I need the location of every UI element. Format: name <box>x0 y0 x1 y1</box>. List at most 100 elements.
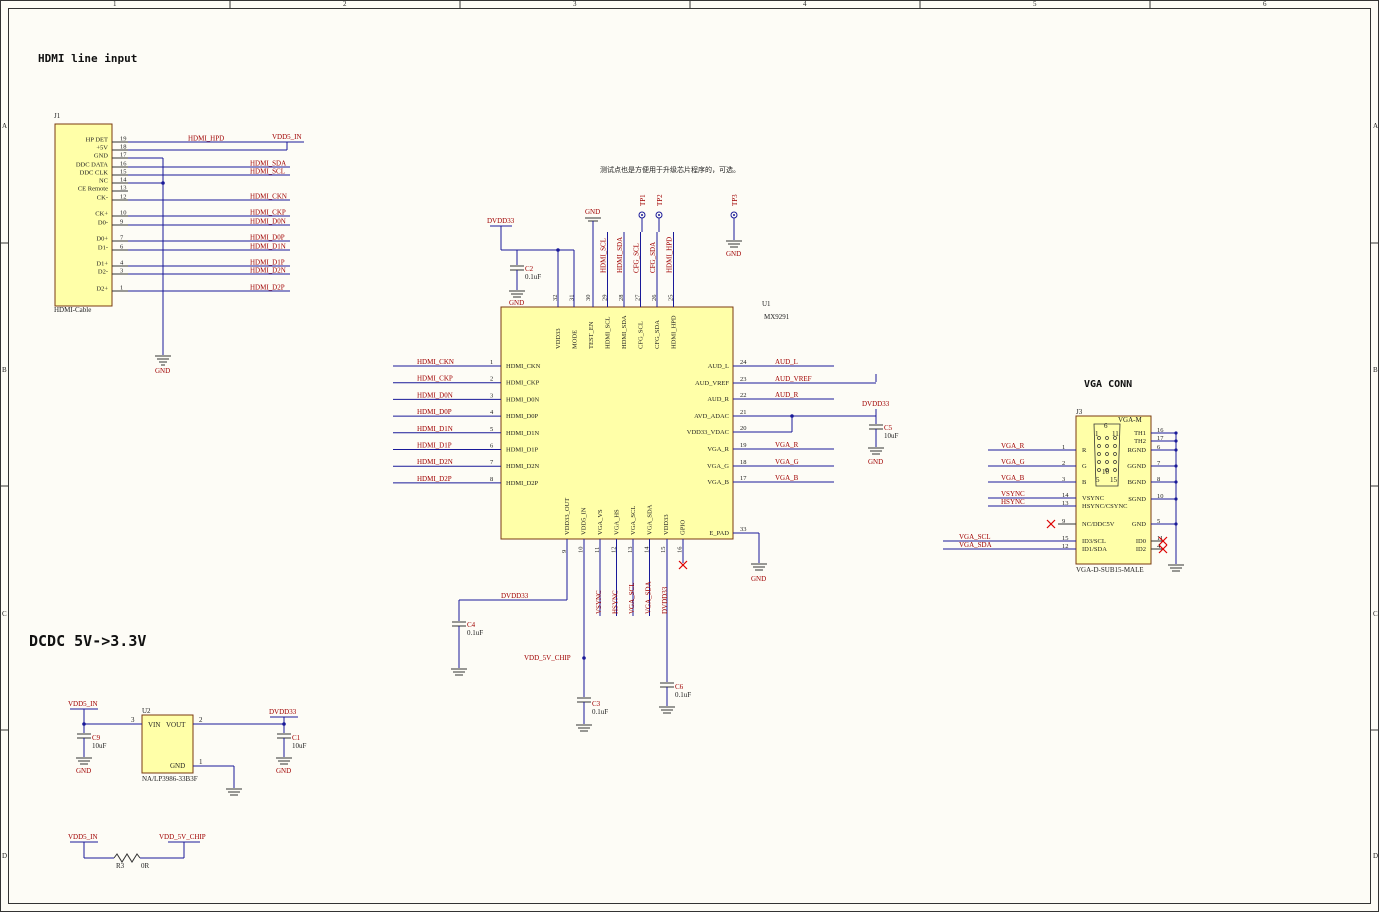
j1-pin-number: 12 <box>120 194 127 201</box>
tp1-label: TP1 <box>639 194 647 206</box>
j3-right-pin-label: RGND <box>1128 447 1147 454</box>
j1-net-label: HDMI_CKP <box>250 209 286 217</box>
j1-pin-label: CK- <box>97 195 108 202</box>
j3-right-pin-label: SGND <box>1128 496 1146 503</box>
j3-left-pin-label: G <box>1082 463 1087 470</box>
j3-left-net: VGA_G <box>1001 458 1025 466</box>
u1-left-pin-number: 7 <box>490 459 494 466</box>
j1-pin-label: DDC DATA <box>76 162 108 169</box>
j1-pin-label: +5V <box>96 145 108 152</box>
c4-dvdd33: DVDD33 <box>501 592 529 600</box>
u1-right-pin-name: AUD_L <box>708 363 729 370</box>
j1-pin-label: D2+ <box>96 286 108 293</box>
u1-dvdd33-top: DVDD33 <box>487 217 515 225</box>
u1-bottom-net: VGA_SCL <box>628 582 636 614</box>
gpio-noconnect-mark <box>678 560 688 570</box>
c1-ref: C1 <box>292 734 301 742</box>
c6-value: 0.1uF <box>675 691 691 699</box>
j1-pin-number: 10 <box>120 210 127 217</box>
j3-right-pin-label: GGND <box>1127 463 1146 470</box>
junction-dot <box>1174 522 1178 526</box>
frame-row-d: D <box>2 852 7 860</box>
j1-pin-label: GND <box>94 153 108 160</box>
j3-right-pin-label: ID0 <box>1136 538 1146 545</box>
frame-row-b: B <box>2 366 7 374</box>
j3-left-net: HSYNC <box>1001 498 1025 506</box>
dsub-pin-dot <box>1113 460 1117 464</box>
j1-net-label: HDMI_HPD <box>188 135 224 143</box>
j1-net-label: HDMI_D0N <box>250 218 286 226</box>
u1-left-pin-number: 3 <box>490 392 493 399</box>
u1-bottom-pin-name: VGA_HS <box>614 509 621 535</box>
j1-pin-label: D1- <box>98 245 108 252</box>
u1-bottom-pin-number: 16 <box>677 546 684 553</box>
u1-bottom-pin-name: VDD33_OUT <box>564 498 571 535</box>
u1-left-net: HDMI_CKN <box>417 358 454 366</box>
u2-vout: VOUT <box>166 721 186 729</box>
u1-left-pin-number: 6 <box>490 443 494 450</box>
dsub-pin5: 5 <box>1096 476 1100 484</box>
u1-right-net: AUD_R <box>775 391 799 399</box>
u1-left-net: HDMI_CKP <box>417 375 453 383</box>
j3-right-pin-number: 8 <box>1157 476 1160 483</box>
epad-gnd-label: GND <box>751 575 766 583</box>
dsub-pin-dot <box>1105 444 1109 448</box>
c4-ref: C4 <box>467 621 476 629</box>
j1-gnd-label: GND <box>155 367 170 375</box>
dsub-pin-dot <box>1113 444 1117 448</box>
u2-pin-vin: 3 <box>131 716 135 724</box>
j3-right-pin-label: BGND <box>1128 479 1147 486</box>
j1-pin-label: CK+ <box>95 211 108 218</box>
u1-top-pin-number: 28 <box>618 295 625 302</box>
j1-pin-label: CE Remote <box>78 186 108 193</box>
dsub-pin-dot <box>1097 460 1101 464</box>
c2-value: 0.1uF <box>525 273 541 281</box>
frame-col-1: 1 <box>113 0 117 8</box>
u1-right-pin-number: 21 <box>740 409 747 416</box>
u1-left-net: HDMI_D2N <box>417 458 453 466</box>
u1-right-pin-name: VDD33_VDAC <box>687 429 729 436</box>
r3-left-net: VDD5_IN <box>68 833 98 841</box>
j1-net-label: HDMI_SCL <box>250 168 285 176</box>
u1-right-net: VGA_B <box>775 474 799 482</box>
dsub-pin-dot <box>1105 452 1109 456</box>
frame-col-3: 3 <box>573 0 577 8</box>
j1-net-label: HDMI_D2N <box>250 267 286 275</box>
c4-value: 0.1uF <box>467 629 483 637</box>
j3-left-pin-number: 1 <box>1062 444 1065 451</box>
u2-gnd: GND <box>170 762 185 770</box>
u1-right-pin-name: VGA_R <box>707 446 729 453</box>
c6-ref: C6 <box>675 683 684 691</box>
j1-pin-number: 14 <box>120 177 127 184</box>
ldo-regulator-u2: U2 VIN VOUT GND NA/LP3986-33B3F 3 2 1 <box>131 707 203 783</box>
dsub-pin-dot <box>1105 436 1109 440</box>
vga-section-title: VGA CONN <box>1084 379 1132 390</box>
testpoint-tp2[interactable]: TP2 <box>655 194 664 219</box>
u1-bottom-pin-name: VGA_SDA <box>647 504 654 535</box>
u1-top-pin-name: TEST_EN <box>588 321 595 349</box>
u1-top-pin-name: HDMI_HPD <box>671 315 678 349</box>
j1-pin-number: 18 <box>120 144 127 151</box>
j3-part: VGA-D-SUB15-MALE <box>1076 566 1144 574</box>
testpoint-tp1[interactable]: TP1 <box>638 194 647 219</box>
mx9291-ic-u1: U1 MX9291 <box>500 300 790 540</box>
u1-top-pin-name: HDMI_SDA <box>621 315 628 349</box>
j1-pin-number: 13 <box>120 185 127 192</box>
j1-net-label: HDMI_CKN <box>250 193 287 201</box>
u2-designator: U2 <box>142 707 151 715</box>
dsub-pin-dot <box>1113 436 1117 440</box>
u1-bottom-net: HSYNC <box>612 590 620 614</box>
j3-left-pin-label: HSYNC/CSYNC <box>1082 503 1128 510</box>
testpoint-tp3[interactable]: TP3 <box>730 194 739 219</box>
r3-ref: R3 <box>116 862 125 870</box>
u1-right-pin-name: VGA_B <box>707 479 729 486</box>
u1-designator: U1 <box>762 300 771 308</box>
tp3-gnd-label: GND <box>726 250 741 258</box>
j1-pin-number: 7 <box>120 235 124 242</box>
u1-left-pin-number: 8 <box>490 476 493 483</box>
u1-bottom-pin-number: 13 <box>627 547 634 554</box>
u1-right-pin-name: AVD_ADAC <box>694 413 729 420</box>
c9-value: 10uF <box>92 742 107 750</box>
frame-col-5: 5 <box>1033 0 1037 8</box>
j3-right-pin-label: TH1 <box>1134 430 1146 437</box>
